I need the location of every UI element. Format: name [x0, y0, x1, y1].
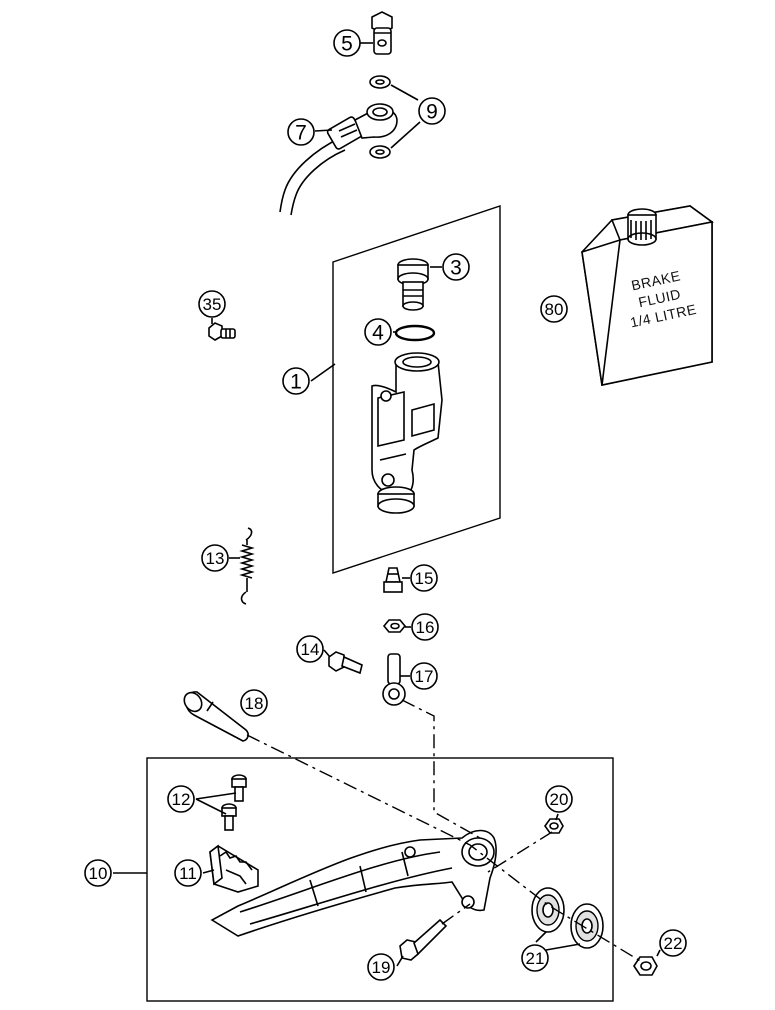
- callout-1[interactable]: 1: [282, 367, 310, 395]
- assembly-line-rod: [401, 699, 481, 839]
- callout-10-label: 10: [89, 864, 108, 883]
- assembly-line-nut: [487, 831, 553, 873]
- return-spring-drawing: [239, 527, 255, 605]
- callout-11-label: 11: [179, 864, 197, 883]
- callout-20-label: 20: [550, 790, 569, 809]
- callout-15-label: 15: [415, 569, 434, 588]
- assembly-line-spring-bolt: [441, 903, 471, 925]
- callout-35-label: 35: [203, 295, 222, 314]
- callout-1-label: 1: [290, 371, 302, 394]
- spring-bolt-drawing: [399, 918, 448, 961]
- callout-22-label: 22: [664, 934, 683, 953]
- callout-9[interactable]: 9: [418, 97, 446, 125]
- callout-16[interactable]: 16: [411, 613, 439, 641]
- pivot-nut-drawing: [633, 956, 658, 976]
- brake-lever-drawing: [210, 829, 497, 937]
- callout-13[interactable]: 13: [201, 544, 229, 572]
- master-cylinder-drawing: [371, 352, 443, 514]
- callout-21-label: 21: [526, 949, 545, 968]
- callout-14[interactable]: 14: [296, 635, 324, 663]
- leader-lines: [113, 42, 661, 967]
- callout-15[interactable]: 15: [410, 564, 438, 592]
- callout-4[interactable]: 4: [364, 318, 392, 346]
- callout-17[interactable]: 17: [410, 662, 438, 690]
- mounting-screw-drawing: [208, 322, 236, 341]
- callout-13-label: 13: [206, 549, 225, 568]
- rod-end-drawing: [382, 653, 406, 706]
- callout-10[interactable]: 10: [84, 859, 112, 887]
- hex-nut-drawing: [382, 619, 407, 633]
- callout-12-label: 12: [172, 790, 191, 809]
- callout-16-label: 16: [416, 618, 435, 637]
- callout-17-label: 17: [415, 667, 434, 686]
- callout-35[interactable]: 35: [198, 290, 226, 318]
- callout-18-label: 18: [245, 694, 264, 713]
- tip-screws-drawing: [221, 774, 247, 831]
- callout-7-label: 7: [295, 122, 307, 145]
- lever-tip-drawing: [209, 844, 259, 893]
- callout-18[interactable]: 18: [240, 689, 268, 717]
- callout-20[interactable]: 20: [545, 785, 573, 813]
- brake-fluid-can-drawing: BRAKE FLUID 1/4 LITRE: [581, 205, 714, 386]
- callout-3[interactable]: 3: [442, 253, 470, 281]
- callouts: 5 9 7 3 35 80 4 1: [84, 29, 687, 981]
- callout-4-label: 4: [372, 322, 384, 345]
- banjo-bolt-drawing: [371, 11, 393, 55]
- pivot-bolt-drawing: [183, 691, 249, 742]
- callout-7[interactable]: 7: [287, 118, 315, 146]
- callout-5[interactable]: 5: [333, 29, 361, 57]
- callout-12[interactable]: 12: [167, 785, 195, 813]
- callout-21[interactable]: 21: [521, 944, 549, 972]
- callout-5-label: 5: [341, 33, 353, 56]
- brake-lever-frame: [146, 757, 614, 1002]
- bearings-drawing: [531, 887, 604, 949]
- callout-3-label: 3: [450, 257, 462, 280]
- callout-9-label: 9: [426, 101, 438, 124]
- callout-80[interactable]: 80: [540, 295, 568, 323]
- piston-rod-drawing: [383, 567, 403, 593]
- reservoir-cap-drawing: [397, 258, 429, 311]
- callout-19-label: 19: [372, 958, 391, 977]
- callout-14-label: 14: [301, 640, 320, 659]
- callout-19[interactable]: 19: [367, 953, 395, 981]
- seal-rings-drawing: [369, 75, 391, 159]
- callout-22[interactable]: 22: [659, 929, 687, 957]
- callout-80-label: 80: [545, 300, 564, 319]
- master-cylinder-frame: [332, 205, 501, 574]
- brake-line-drawing: [279, 103, 398, 216]
- callout-11[interactable]: 11: [174, 859, 202, 887]
- assembly-line-pivot: [246, 734, 643, 963]
- collar-nut-drawing: [544, 818, 564, 834]
- o-ring-drawing: [394, 324, 436, 342]
- piston-rod-bolt-drawing: [328, 651, 363, 675]
